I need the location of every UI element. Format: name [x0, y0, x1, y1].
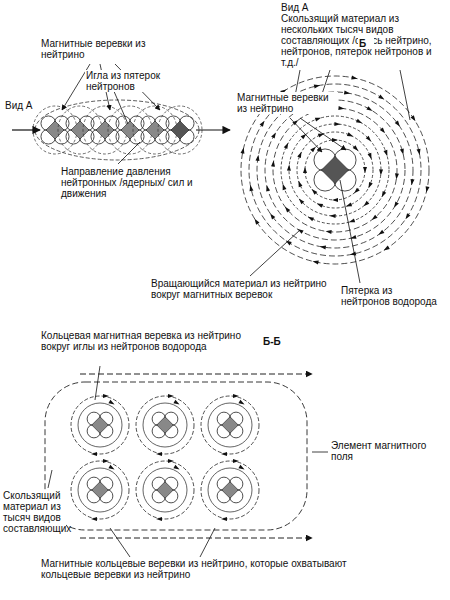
label: Вращающийся материал из нейтрино вокруг … — [150, 278, 332, 300]
label: Б-Б — [262, 336, 304, 347]
label: Кольцевая магнитная веревка из нейтрино … — [40, 330, 252, 352]
section-b-b — [45, 374, 312, 538]
label: Вид А — [280, 2, 447, 13]
label: Б — [358, 38, 374, 49]
neutron-needle — [33, 100, 202, 160]
label: Магнитные кольцевые веревки из нейтрино,… — [40, 558, 362, 580]
label: Магнитные веревки из нейтрино — [236, 92, 338, 114]
label: Пятерка из нейтронов водорода — [340, 285, 442, 307]
label: Магнитные веревки из нейтрино — [40, 38, 172, 60]
label: Элемент магнитного поля — [330, 440, 442, 462]
label: Игла из пятерок нейтронов — [85, 70, 207, 92]
label: Вид А — [4, 100, 36, 111]
label: Скользящий материал из тысяч видов соста… — [2, 490, 66, 534]
label: Направление давления нейтронных /ядерных… — [60, 166, 212, 199]
